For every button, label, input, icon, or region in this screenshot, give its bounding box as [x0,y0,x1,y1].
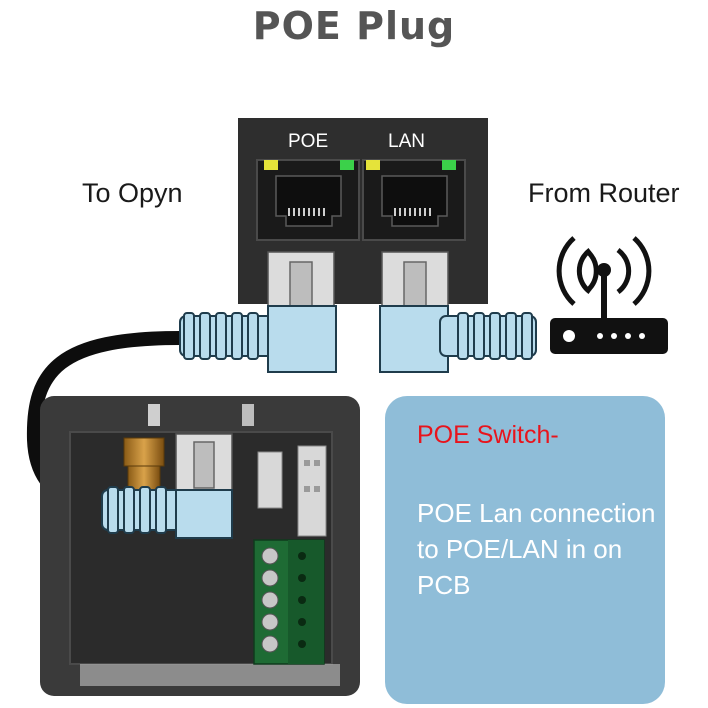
lan-port-icon [362,159,466,241]
callout-title: POE Switch- [417,421,559,449]
terminal-block-icon [253,539,325,665]
lan-port-label: LAN [388,131,425,152]
poe-port-label: POE [288,131,329,152]
page-title: POE Plug [252,4,456,48]
poe-port-icon [256,159,360,241]
lan-activity-led [366,160,380,170]
poe-plug-device [238,118,488,304]
rj45-plug-left-icon [179,251,337,373]
rj45-plug-bottom-icon [101,486,233,539]
poe-link-led [340,160,354,170]
rj45-plug-right-icon [379,251,537,373]
from-router-label: From Router [528,178,680,208]
to-opyn-label: To Opyn [82,178,183,208]
wifi-router-icon [550,236,668,354]
callout-body: POE Lan connection to POE/LAN in on PCB [417,498,656,600]
poe-switch-callout: POE Switch- POE Lan connection to POE/LA… [385,396,665,704]
opyn-enclosure [40,396,360,696]
poe-activity-led [264,160,278,170]
lan-link-led [442,160,456,170]
